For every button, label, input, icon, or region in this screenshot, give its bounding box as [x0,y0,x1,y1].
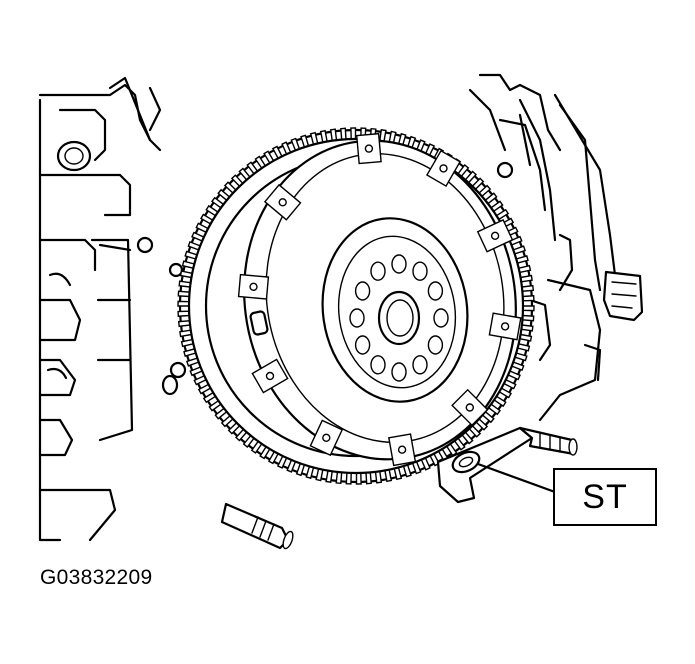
gear-tooth [179,329,193,338]
gear-tooth [329,128,338,142]
gear-tooth [350,127,357,140]
gear-tooth [522,305,535,312]
gear-tooth [177,320,191,328]
callout-st-label: ST [553,468,657,526]
gear-tooth [355,472,362,485]
gear-tooth [365,471,372,485]
hub-bolt-hole [370,261,386,281]
hub-bolt-hole [412,261,428,281]
hub-bolt-hole [391,362,407,382]
special-tool [436,426,578,504]
hub-bolt-hole [370,355,386,375]
hub-bolt-hole [433,308,449,328]
gear-tooth [335,471,343,485]
gear-tooth [177,310,191,317]
segment-bolt [500,322,510,331]
hub-bolt-hole [427,335,444,355]
segment-bolt [490,231,500,241]
gear-tooth [340,127,347,141]
hub-bolt-hole [412,355,428,375]
hub-bolt-hole [391,254,407,274]
segment-bolt [278,198,287,207]
segment-bolt [439,164,448,173]
gear-tooth [521,295,535,302]
segment-bolt [465,403,474,412]
segment-bolt [322,433,331,442]
gear-tooth [520,324,534,332]
flywheel-disk [237,132,522,467]
segment-bolt [364,144,374,153]
gear-tooth [521,284,535,292]
gear-tooth [178,280,192,288]
gear-tooth [177,300,190,307]
segment-bolt [249,282,258,291]
segment-bolt [397,445,407,454]
gear-tooth [177,290,191,298]
hub-bolt-hole [349,308,365,328]
gear-tooth [521,314,535,322]
dowel-pins [161,310,269,396]
gear-tooth [325,469,333,483]
gear-tooth [345,472,352,485]
gear-tooth [374,470,383,484]
guide-bolt [220,502,294,550]
hub-bolt-hole [354,281,371,301]
figure-id: G03832209 [40,566,153,589]
segment-bolt [265,371,275,381]
hub-bolt-hole [427,281,444,301]
engine-block-left [38,76,187,542]
gear-tooth [519,274,533,283]
callout-leader-line [476,462,557,494]
hub-bolt-hole [354,335,371,355]
gear-tooth [379,129,387,143]
